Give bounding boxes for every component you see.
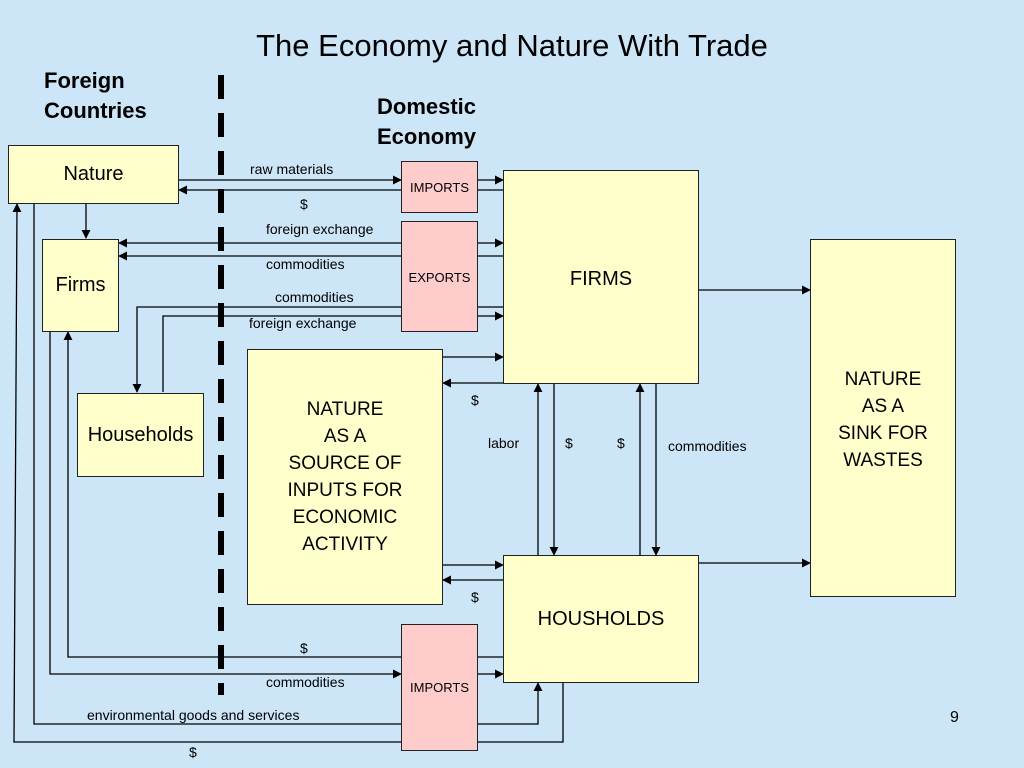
foreign-nature-box: Nature (8, 145, 179, 204)
label-commodities-exports-1: commodities (266, 256, 345, 272)
label-commodities-mid: commodities (668, 438, 747, 454)
foreign-households-box: Households (77, 393, 204, 477)
foreign-firms-box: Firms (42, 239, 119, 332)
exports-box: EXPORTS (401, 221, 478, 332)
nature-sink-box: NATURE AS A SINK FOR WASTES (810, 239, 956, 597)
label-foreign-exchange-top: foreign exchange (266, 221, 374, 237)
label-dollar-bottom: $ (189, 744, 197, 760)
nature-source-box: NATURE AS A SOURCE OF INPUTS FOR ECONOMI… (247, 349, 443, 605)
label-raw-materials: raw materials (250, 161, 334, 177)
arrow-commodities-to-households (132, 306, 401, 393)
imports-top-box: IMPORTS (401, 161, 478, 213)
label-dollar-imports-top: $ (300, 196, 308, 212)
arrow-dollar-to-foreign-firms (63, 331, 503, 658)
label-labor: labor (488, 435, 520, 451)
firms-box: FIRMS (503, 170, 699, 384)
imports-bottom-box: IMPORTS (401, 624, 478, 751)
label-environmental-goods: environmental goods and services (87, 707, 300, 723)
label-dollar-imports-bottom: $ (300, 640, 308, 656)
label-foreign-exchange-bottom: foreign exchange (249, 315, 357, 331)
label-commodities-exports-2: commodities (275, 289, 354, 305)
arrow-foreign-exchange-bottom (162, 315, 401, 392)
arrow-environmental-goods (33, 204, 543, 725)
slide-title: The Economy and Nature With Trade (256, 28, 768, 63)
foreign-countries-label: Foreign Countries (44, 68, 147, 123)
label-dollar-mid-2: $ (617, 435, 625, 451)
label-dollar-source-top: $ (471, 392, 479, 408)
arrow-commodities-imports (49, 332, 402, 679)
label-dollar-mid-1: $ (565, 435, 573, 451)
domestic-economy-label: Domestic Economy (377, 94, 477, 149)
arrow-dollar-bottom (12, 203, 564, 743)
label-dollar-source-bottom: $ (471, 589, 479, 605)
page-number: 9 (950, 709, 959, 726)
label-commodities-imports-bottom: commodities (266, 674, 345, 690)
households-box: HOUSHOLDS (503, 555, 699, 683)
